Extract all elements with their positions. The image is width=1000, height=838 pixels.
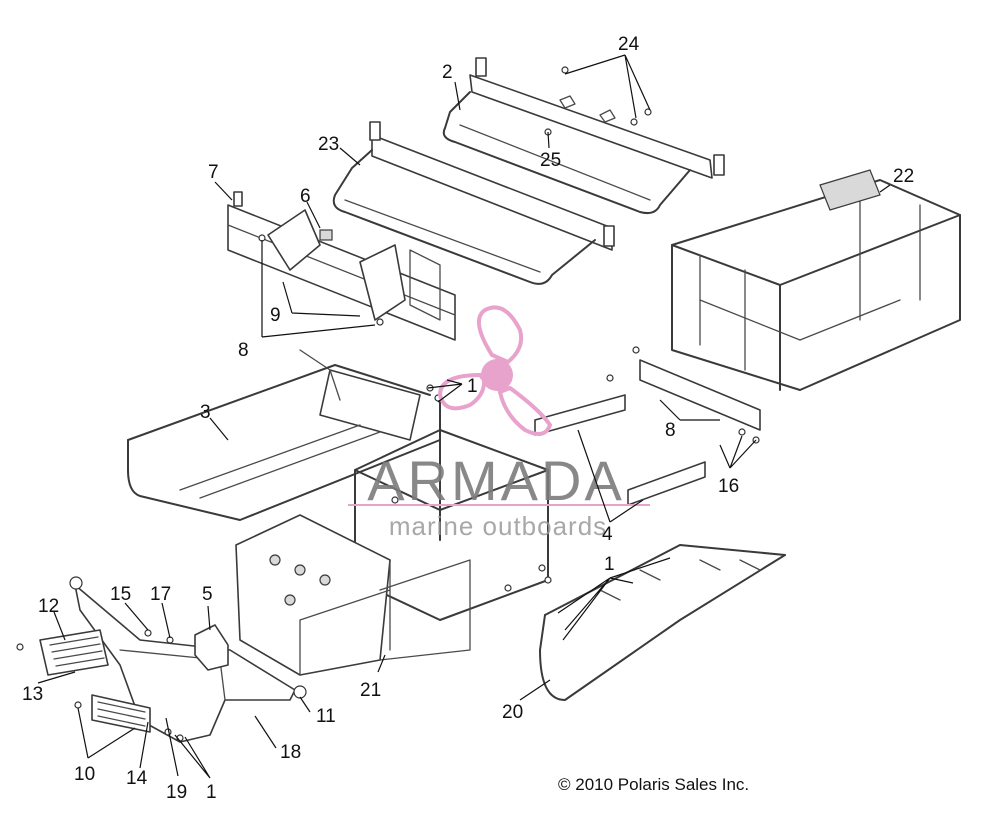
part-4-crossmembers (534, 394, 706, 506)
callout-8-front: 8 (238, 340, 249, 361)
callout-labels: 24 2 25 23 7 6 22 9 8 1 3 8 16 4 1 5 15 … (22, 34, 914, 803)
watermark-title: ARMADA (367, 449, 625, 512)
callout-6: 6 (300, 186, 311, 207)
callout-1-side: 1 (604, 554, 615, 575)
callout-24: 24 (618, 34, 640, 55)
part-22-rear-frame (639, 169, 961, 431)
callout-23: 23 (318, 134, 339, 155)
callout-7: 7 (208, 162, 219, 183)
part-2-upper-frame (442, 57, 725, 215)
callout-22: 22 (893, 166, 914, 187)
part-3-floor-frame (127, 349, 441, 521)
watermark-petal-top (476, 305, 524, 365)
part-23-middle-frame (332, 121, 615, 285)
watermark-petal-right (497, 385, 553, 436)
callout-13: 13 (22, 684, 43, 705)
callout-5: 5 (202, 584, 213, 605)
watermark-hub (481, 359, 513, 391)
part-7-front-frame (227, 191, 456, 341)
callout-18: 18 (280, 742, 301, 763)
part-12-grille (39, 629, 109, 676)
callout-3: 3 (200, 402, 211, 423)
part-21-main-frame (235, 429, 549, 676)
callout-19: 19 (166, 782, 187, 803)
callout-15: 15 (110, 584, 131, 605)
callout-16: 16 (718, 476, 739, 497)
callout-4: 4 (602, 524, 613, 545)
callout-12: 12 (38, 596, 59, 617)
leader-lines (37, 54, 891, 779)
callout-14: 14 (126, 768, 148, 789)
callout-17: 17 (150, 584, 171, 605)
armada-watermark: ARMADA marine outboards (348, 305, 650, 541)
callout-2: 2 (442, 62, 453, 83)
callout-25: 25 (540, 150, 561, 171)
callout-1-center: 1 (467, 376, 478, 397)
callout-1-bumper: 1 (206, 782, 217, 803)
part-14-lower-grille (91, 694, 151, 733)
callout-21: 21 (360, 680, 381, 701)
callout-11: 11 (316, 706, 336, 727)
callout-9: 9 (270, 305, 281, 326)
callout-8-rear: 8 (665, 420, 676, 441)
callout-20: 20 (502, 702, 523, 723)
callout-10: 10 (74, 764, 95, 785)
copyright-notice: © 2010 Polaris Sales Inc. (558, 775, 749, 794)
watermark-subtitle: marine outboards (389, 511, 607, 541)
part-5-bracket (194, 624, 229, 671)
